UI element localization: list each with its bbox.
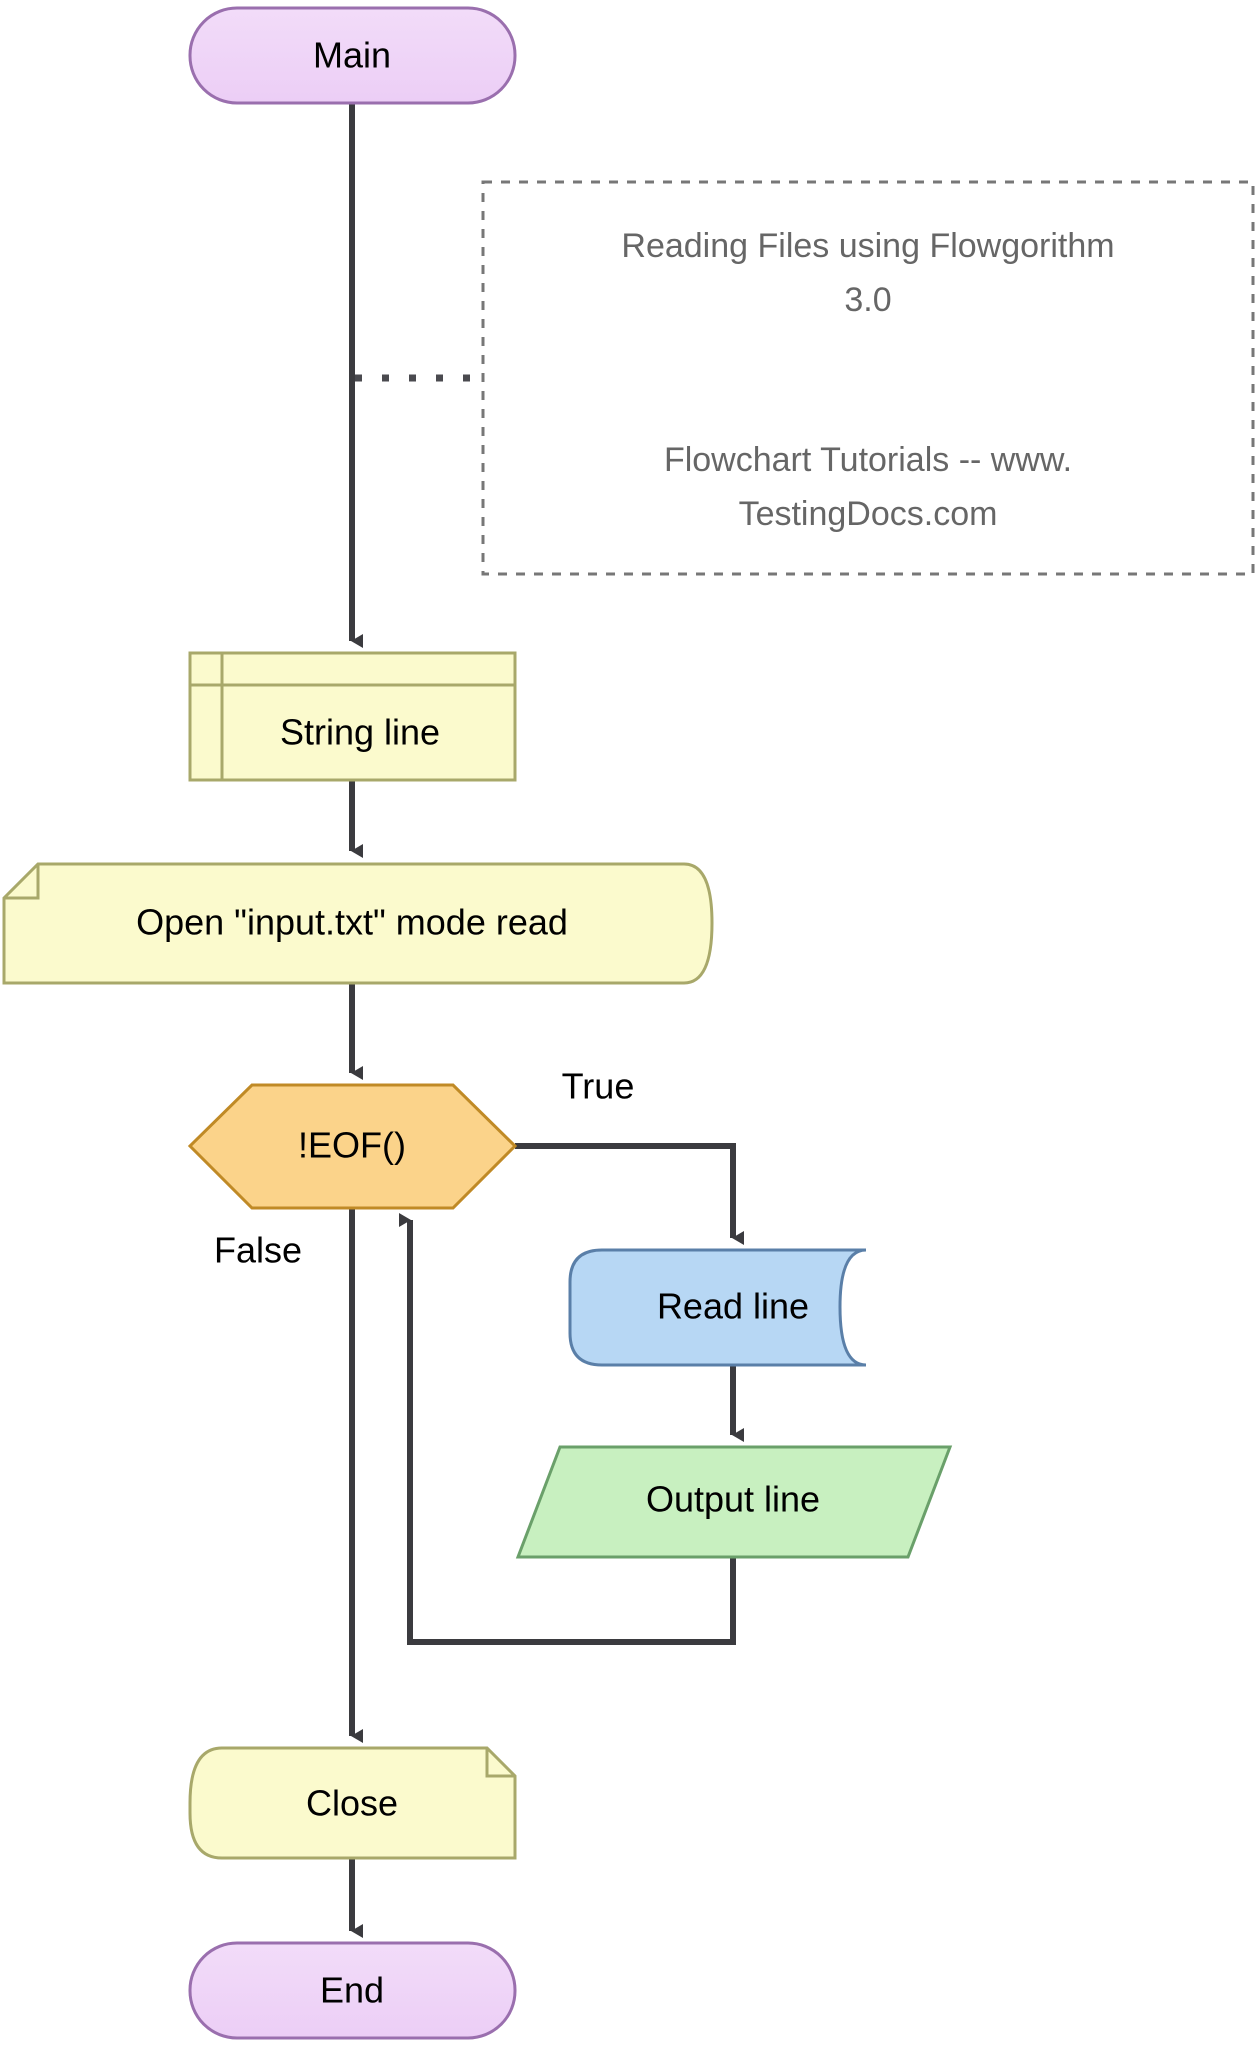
comment-annotation-box: Reading Files using Flowgorithm 3.0 Flow… [481,180,1255,576]
node-declare-string-line[interactable]: String line [188,651,517,782]
svg-text:False: False [214,1230,302,1271]
node-end-terminal[interactable]: End [188,1941,517,2040]
node-close-label: Close [306,1783,398,1824]
node-close-file[interactable]: Close [188,1746,517,1860]
node-open-file[interactable]: Open "input.txt" mode read [2,862,714,985]
node-main-label: Main [313,35,391,76]
comment-line-1: Reading Files using Flowgorithm [621,227,1114,265]
node-decision-label: !EOF() [298,1125,406,1166]
node-end-label: End [320,1970,384,2011]
node-output-line[interactable]: Output line [515,1445,953,1559]
node-declare-label: String line [280,712,440,753]
edge-decision-true-to-read [515,1143,744,1245]
node-decision-eof[interactable]: !EOF() [187,1083,518,1210]
comment-line-3: Flowchart Tutorials -- www. [664,441,1072,479]
comment-line-2: 3.0 [844,281,891,319]
edge-output-loopback-to-decision [399,1213,736,1645]
edge-label-true: True [562,1066,635,1107]
edge-label-false: False [214,1230,302,1271]
node-main-terminal[interactable]: Main [188,6,517,105]
comment-line-4: TestingDocs.com [739,495,998,533]
node-read-label: Read line [657,1286,809,1327]
node-output-label: Output line [646,1479,820,1520]
node-open-label: Open "input.txt" mode read [136,902,568,943]
node-read-line[interactable]: Read line [568,1248,867,1367]
svg-text:True: True [562,1066,635,1107]
